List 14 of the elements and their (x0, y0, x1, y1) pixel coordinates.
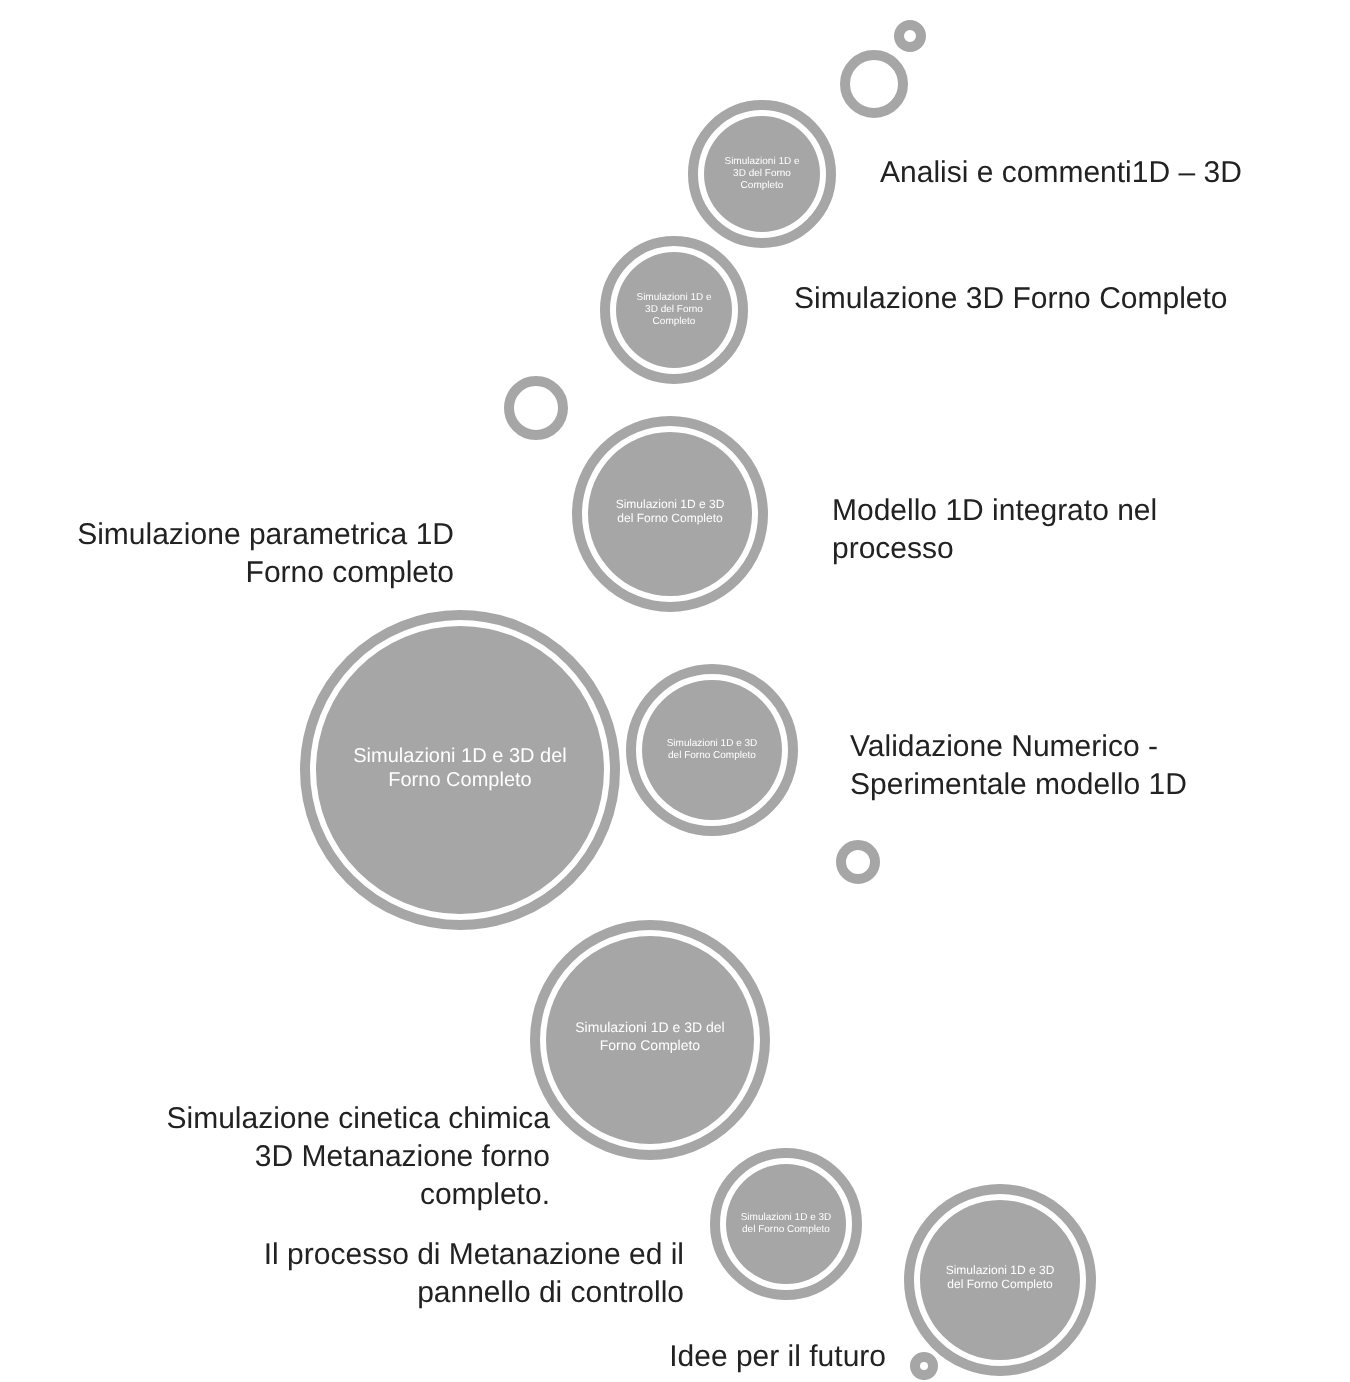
step-label: Il processo di Metanazione ed il pannello di controllo (261, 1236, 684, 1312)
step-label: Simulazione 3D Forno Completo (794, 280, 1230, 318)
ring (840, 50, 908, 118)
step-label: Simulazione cinetica chimica 3D Metanazione forno completo. (164, 1100, 550, 1214)
step-label: Analisi e commenti1D – 3D (880, 154, 1244, 192)
step-label: Idee per il futuro (667, 1338, 886, 1376)
ring (894, 20, 926, 52)
step-label: Validazione Numerico - Sperimentale modello 1D (850, 728, 1189, 804)
ring (504, 376, 568, 440)
ring (836, 840, 880, 884)
step-label: Modello 1D integrato nel processo (832, 492, 1160, 568)
ring (910, 1352, 938, 1380)
step-label: Simulazione parametrica 1D Forno completo (75, 516, 454, 592)
circle-label: Simulazioni 1D e 3D del Forno Completo (351, 745, 569, 795)
